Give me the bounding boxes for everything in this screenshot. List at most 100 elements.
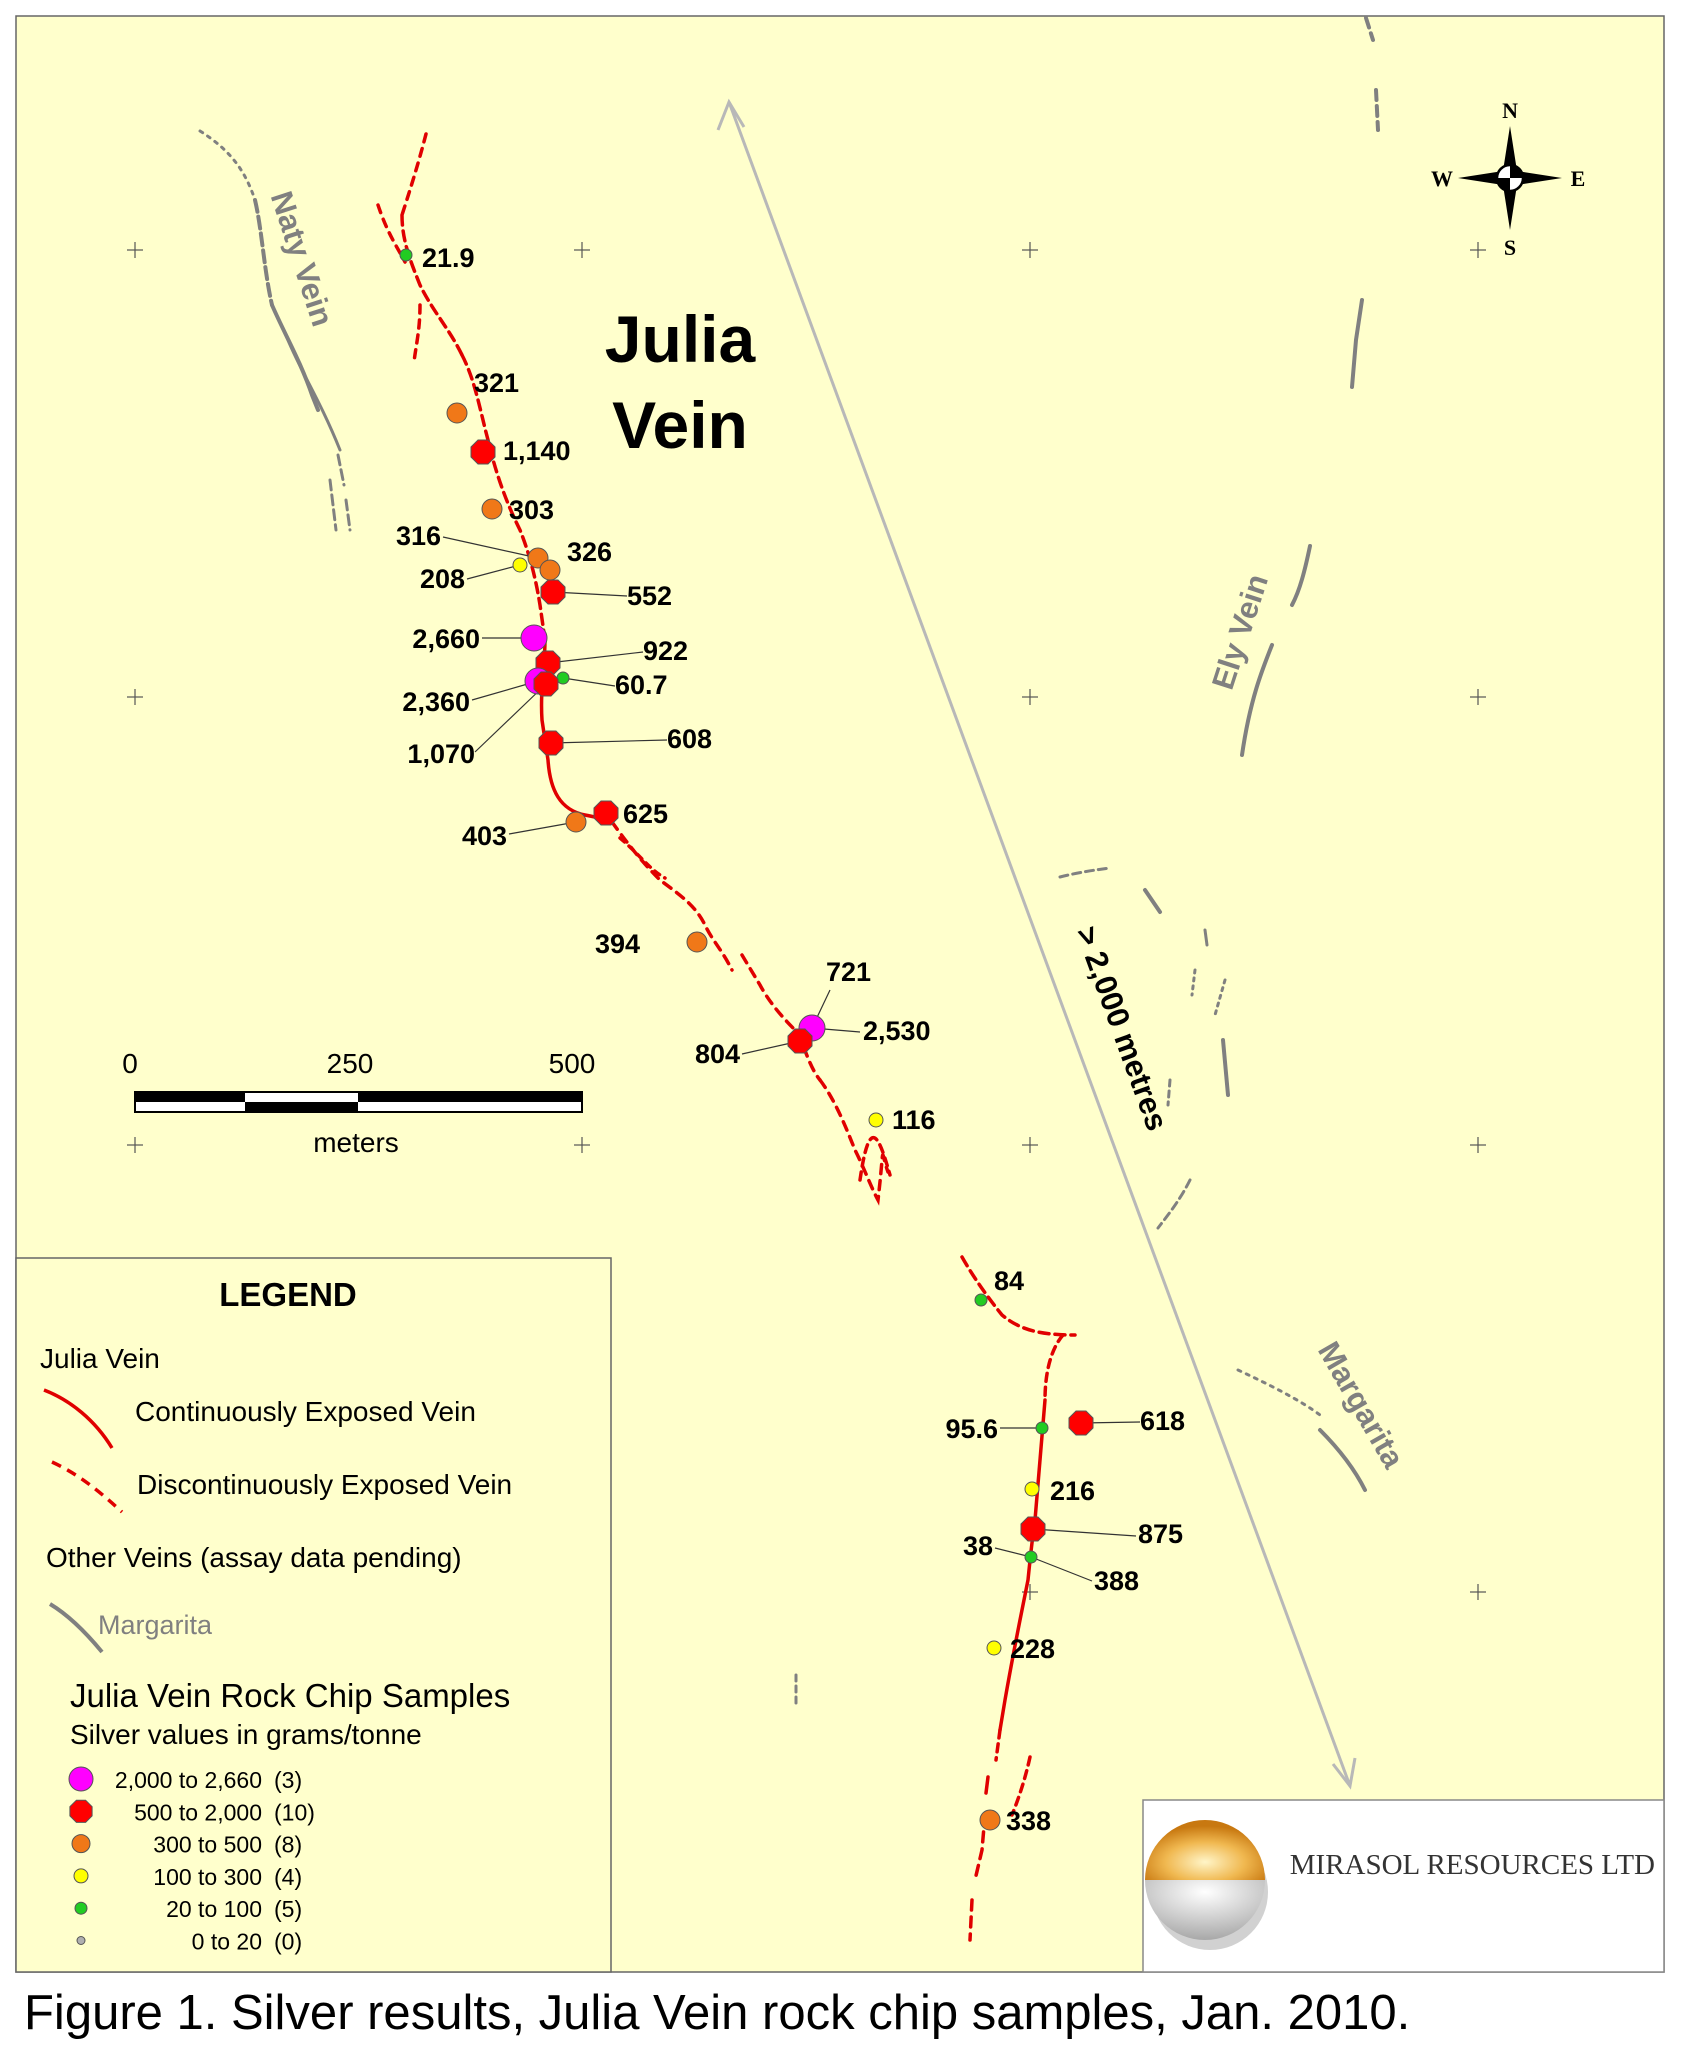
sample-leader-line — [508, 821, 577, 835]
sample-marker[interactable] — [1024, 1481, 1040, 1497]
sample-marker[interactable] — [868, 1112, 884, 1128]
legend-class-range: 2,000 to 2,660 — [115, 1767, 262, 1793]
sample-marker[interactable] — [556, 671, 570, 685]
sample-marker[interactable] — [539, 559, 561, 581]
legend-class-count: (10) — [274, 1799, 315, 1825]
legend-class-row: 20 to 100 (5) — [74, 1896, 302, 1922]
ely-vein-top — [1290, 544, 1312, 607]
sample-leader-line — [474, 683, 547, 753]
sample-leader-line — [1032, 1528, 1137, 1537]
julia-vein-south-of-721 — [818, 1078, 890, 1206]
logo-sun-icon — [1145, 1820, 1265, 1880]
compass-n: N — [1502, 98, 1518, 123]
legend-class-range: 500 to 2,000 — [134, 1799, 262, 1825]
sample-label: 321 — [474, 368, 519, 398]
sample-marker[interactable] — [512, 557, 528, 573]
julia-vein-south-tick — [984, 1775, 990, 1795]
east-vein-top — [1364, 16, 1375, 42]
legend-class-range: 300 to 500 — [153, 1832, 262, 1858]
naty-vein-branch — [286, 338, 342, 452]
naty-vein-tail — [328, 453, 352, 532]
grid-cross — [1022, 689, 1038, 705]
julia-vein-top — [400, 132, 428, 217]
legend-class-symbol — [73, 1868, 89, 1884]
sample-label: 403 — [462, 821, 507, 851]
sample-marker[interactable] — [593, 800, 619, 826]
logo-company-name: MIRASOL RESOURCES LTD — [1290, 1849, 1655, 1881]
legend-class-count: (5) — [274, 1896, 302, 1922]
sample-marker[interactable] — [565, 811, 587, 833]
sample-marker[interactable] — [1024, 1550, 1038, 1564]
sample-label: 316 — [396, 521, 441, 551]
short-vein-a — [1058, 866, 1112, 879]
sample-marker[interactable] — [481, 498, 503, 520]
legend-class-row: 0 to 20(0) — [76, 1929, 302, 1955]
margarita-solid — [1318, 1428, 1367, 1492]
legend-class-row: 500 to 2,000 (10) — [69, 1799, 315, 1825]
sample-marker[interactable] — [986, 1640, 1002, 1656]
short-vein-b — [1143, 888, 1162, 914]
scale-tick-250: 250 — [327, 1048, 374, 1079]
legend-continuous: Continuously Exposed Vein — [135, 1396, 476, 1427]
sample-leader-line — [547, 651, 644, 664]
sample-label: 388 — [1094, 1566, 1139, 1596]
sample-marker[interactable] — [446, 402, 468, 424]
julia-vein-south-splay — [1043, 1333, 1065, 1402]
julia-vein-branch — [618, 836, 667, 880]
scale-bar: 0 250 500 meters — [122, 1048, 595, 1158]
sample-label: 338 — [1006, 1806, 1051, 1836]
sample-marker[interactable] — [1068, 1410, 1094, 1436]
legend-margarita-example: Margarita — [98, 1610, 213, 1640]
scale-unit: meters — [313, 1127, 399, 1158]
sample-label: 84 — [994, 1266, 1024, 1296]
legend-class-symbol — [68, 1766, 94, 1792]
sample-label: 394 — [595, 929, 640, 959]
sample-label: 2,660 — [412, 624, 480, 654]
sample-leader-line — [550, 739, 668, 744]
grid-cross — [1470, 242, 1486, 258]
julia-vein-upper — [400, 213, 464, 357]
grid-cross — [127, 1137, 143, 1153]
sample-label: 116 — [892, 1105, 936, 1135]
legend-class-count: (3) — [274, 1767, 302, 1793]
sample-marker[interactable] — [1035, 1421, 1049, 1435]
legend-samples-subtitle: Silver values in grams/tonne — [70, 1719, 422, 1750]
legend-class-range: 20 to 100 — [166, 1896, 262, 1922]
scale-tick-500: 500 — [549, 1048, 596, 1079]
sample-leader-line — [442, 536, 539, 559]
grid-cross — [127, 689, 143, 705]
sample-label: 618 — [1140, 1406, 1185, 1436]
julia-vein-tip — [858, 1135, 892, 1182]
legend-continuous-symbol — [43, 1388, 114, 1449]
compass-s: S — [1504, 235, 1516, 260]
sample-label: 804 — [695, 1039, 740, 1069]
grid-cross — [127, 242, 143, 258]
sample-marker[interactable] — [533, 671, 559, 697]
legend-class-row: 100 to 300(4) — [73, 1864, 302, 1890]
legend-class-row: 300 to 500(8) — [71, 1832, 302, 1858]
compass-rose: N S E W — [1431, 98, 1585, 260]
legend: LEGEND Julia Vein Continuously Exposed V… — [15, 1257, 612, 1973]
sample-marker[interactable] — [520, 624, 548, 652]
sample-marker[interactable] — [979, 1809, 1001, 1831]
sample-label: 1,140 — [503, 436, 571, 466]
sample-marker[interactable] — [686, 931, 708, 953]
grid-cross — [1470, 689, 1486, 705]
julia-vein-splay — [412, 303, 422, 364]
sample-marker[interactable] — [787, 1028, 813, 1054]
sample-label: 922 — [643, 636, 688, 666]
sample-marker[interactable] — [974, 1293, 988, 1307]
naty-vein-dashed — [253, 198, 274, 307]
sample-marker[interactable] — [540, 579, 566, 605]
sample-label: 21.9 — [422, 243, 475, 273]
sample-label: 216 — [1050, 1476, 1095, 1506]
legend-other-veins: Other Veins (assay data pending) — [46, 1542, 462, 1573]
sample-marker[interactable] — [1020, 1516, 1046, 1542]
sample-label: 875 — [1138, 1519, 1183, 1549]
sample-marker[interactable] — [470, 439, 496, 465]
sample-marker[interactable] — [399, 248, 413, 262]
sample-marker[interactable] — [538, 730, 564, 756]
sample-leader-line — [466, 564, 521, 580]
